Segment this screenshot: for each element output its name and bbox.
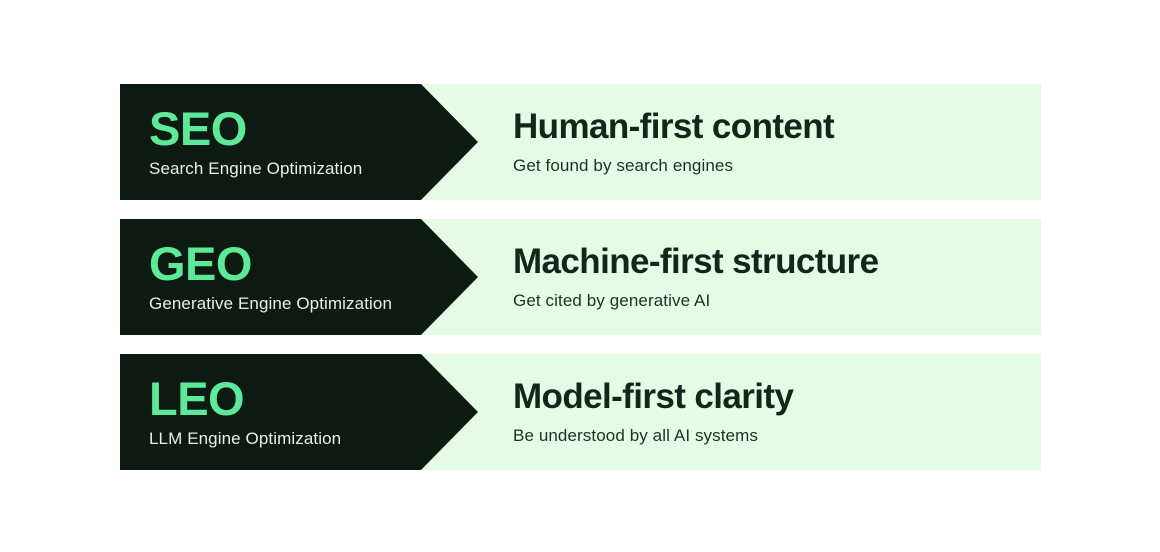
acronym-label-leo: LEO (149, 372, 245, 426)
tier-subline-seo: Get found by search engines (513, 155, 734, 175)
tier-row-leo: LEO LLM Engine Optimization Model-first … (120, 354, 1041, 470)
chevron-panel-geo: GEO Generative Engine Optimization (120, 219, 478, 335)
tier-headline-seo: Human-first content (513, 106, 835, 146)
tier-subline-geo: Get cited by generative AI (513, 290, 711, 310)
tier-description-geo: Machine-first structure Get cited by gen… (513, 219, 1025, 335)
chevron-content-geo: GEO Generative Engine Optimization (149, 219, 429, 335)
acronym-label-seo: SEO (149, 102, 247, 156)
acronym-expansion-leo: LLM Engine Optimization (149, 429, 342, 449)
tier-headline-geo: Machine-first structure (513, 241, 879, 281)
acronym-expansion-geo: Generative Engine Optimization (149, 294, 393, 314)
tier-description-leo: Model-first clarity Be understood by all… (513, 354, 1025, 470)
tier-headline-leo: Model-first clarity (513, 376, 794, 416)
tier-subline-leo: Be understood by all AI systems (513, 425, 759, 445)
chevron-panel-seo: SEO Search Engine Optimization (120, 84, 478, 200)
acronym-expansion-seo: Search Engine Optimization (149, 159, 363, 179)
chevron-content-seo: SEO Search Engine Optimization (149, 84, 429, 200)
tier-row-geo: GEO Generative Engine Optimization Machi… (120, 219, 1041, 335)
optimization-tiers-infographic: SEO Search Engine Optimization Human-fir… (120, 84, 1041, 470)
chevron-content-leo: LEO LLM Engine Optimization (149, 354, 429, 470)
acronym-label-geo: GEO (149, 237, 252, 291)
tier-description-seo: Human-first content Get found by search … (513, 84, 1025, 200)
chevron-panel-leo: LEO LLM Engine Optimization (120, 354, 478, 470)
tier-row-seo: SEO Search Engine Optimization Human-fir… (120, 84, 1041, 200)
